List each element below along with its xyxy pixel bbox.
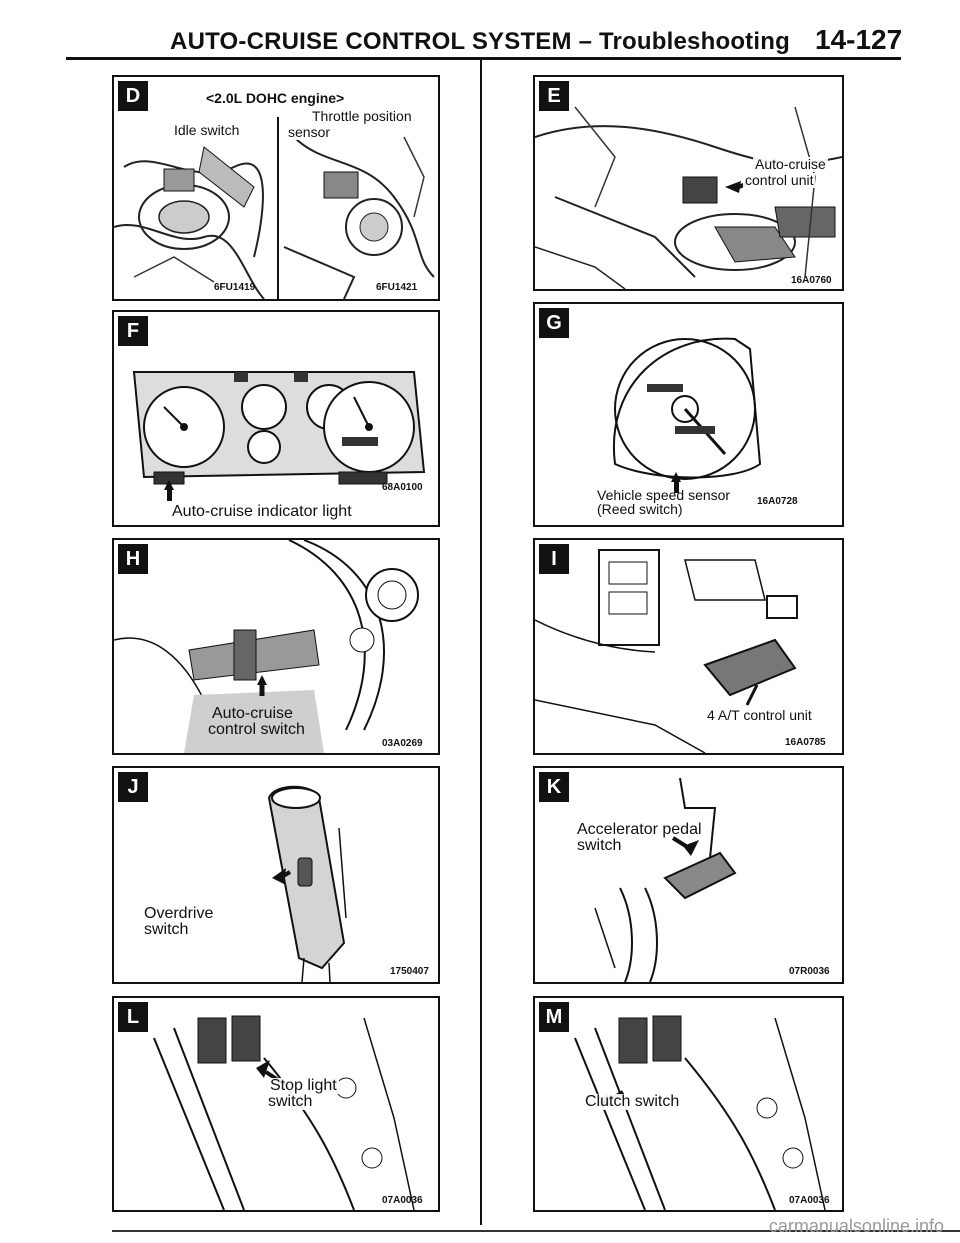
auto-cruise-control-switch-label-line2: control switch xyxy=(208,721,305,738)
panel-e-auto-cruise-control-unit: E Auto-cruise control unit 16A0760 xyxy=(533,75,844,291)
figure-code: 16A0785 xyxy=(785,737,826,748)
panel-tag: J xyxy=(118,772,148,802)
column-divider xyxy=(480,60,482,1225)
panel-f-indicator-light: F 68A0100 Auto-cruise indicator light xyxy=(112,310,440,527)
at-control-unit-illustration xyxy=(535,549,798,753)
page-title: AUTO-CRUISE CONTROL SYSTEM – Troubleshoo… xyxy=(170,28,790,55)
throttle-sensor-label-line1: Throttle position xyxy=(310,108,414,124)
stop-light-switch-label-line1: Stop light xyxy=(268,1077,339,1094)
accelerator-pedal-switch-label-line2: switch xyxy=(577,837,622,854)
panel-tag: M xyxy=(539,1002,569,1032)
panel-j-overdrive-switch: J Overdrive switch 1750407 xyxy=(112,766,440,984)
auto-cruise-indicator-light-label: Auto-cruise indicator light xyxy=(172,503,352,520)
panel-tag: H xyxy=(118,544,148,574)
throttle-sensor-label-line2: sensor xyxy=(286,124,333,140)
speedometer-illustration xyxy=(612,337,762,493)
panel-tag: E xyxy=(539,81,569,111)
figure-code: 07A0036 xyxy=(789,1195,830,1206)
panel-tag: L xyxy=(118,1002,148,1032)
shift-lever-illustration xyxy=(267,785,347,982)
figure-code: 1750407 xyxy=(390,966,429,977)
figure-code: 16A0760 xyxy=(791,275,832,286)
idle-switch-label: Idle switch xyxy=(172,122,242,138)
figure-code: 16A0728 xyxy=(757,496,798,507)
clutch-switch-label: Clutch switch xyxy=(583,1093,682,1110)
accelerator-pedal-switch-label-line1: Accelerator pedal xyxy=(577,821,702,838)
panel-m-clutch-switch: M Clutch switch 07A0036 xyxy=(533,996,844,1212)
panel-i-at-control-unit: I 4 A/T control unit 16A0785 xyxy=(533,538,844,755)
page-number: 14-127 xyxy=(815,24,903,55)
engine-illustration xyxy=(114,117,435,299)
panel-tag: F xyxy=(118,316,148,346)
panel-d-idle-switch-throttle-sensor: D <2.0L DOHC engine> Idle switch Throttl… xyxy=(112,75,440,301)
vehicle-speed-sensor-label-line1: Vehicle speed sensor xyxy=(597,487,731,503)
accelerator-pedal-illustration xyxy=(594,777,737,982)
clutch-pedal-illustration xyxy=(574,1015,826,1210)
figure-code: 6FU1419 xyxy=(214,282,256,293)
instrument-cluster-illustration xyxy=(132,371,426,501)
panel-tag: D xyxy=(118,81,148,111)
figure-code: 03A0269 xyxy=(382,738,423,749)
figure-code: 68A0100 xyxy=(382,482,423,493)
steering-column-illustration xyxy=(114,540,419,753)
figure-code: 07A0036 xyxy=(382,1195,423,1206)
at-control-unit-label: 4 A/T control unit xyxy=(707,707,812,723)
panel-k-accelerator-pedal-switch: K Accelerator pedal switch 07R0036 xyxy=(533,766,844,984)
auto-cruise-control-switch-label-line1: Auto-cruise xyxy=(212,705,293,722)
panel-l-stop-light-switch: L Stop light switch 07A0036 xyxy=(112,996,440,1212)
stop-light-switch-label-line2: switch xyxy=(266,1093,315,1110)
brake-pedal-illustration xyxy=(153,1015,415,1210)
figure-code: 07R0036 xyxy=(789,966,830,977)
figure-code: 6FU1421 xyxy=(376,282,418,293)
header-rule xyxy=(66,57,901,60)
panel-tag: I xyxy=(539,544,569,574)
panel-h-control-switch: H Auto-cruise control switch 03A0269 xyxy=(112,538,440,755)
panel-tag: G xyxy=(539,308,569,338)
auto-cruise-control-unit-label-line2: control unit xyxy=(743,172,816,188)
engine-label: <2.0L DOHC engine> xyxy=(206,90,345,106)
overdrive-switch-label-line1: Overdrive xyxy=(144,905,214,922)
watermark: carmanualsonline.info xyxy=(768,1216,944,1236)
panel-tag: K xyxy=(539,772,569,802)
footer-rule xyxy=(112,1230,960,1232)
vehicle-speed-sensor-label-line2: (Reed switch) xyxy=(597,501,683,517)
overdrive-switch-label-line2: switch xyxy=(144,921,189,938)
auto-cruise-control-unit-label-line1: Auto-cruise xyxy=(753,156,828,172)
panel-g-vehicle-speed-sensor: G Vehicle speed sensor (Reed switch) 16A… xyxy=(533,302,844,527)
page-header: AUTO-CRUISE CONTROL SYSTEM – Troubleshoo… xyxy=(0,0,960,70)
